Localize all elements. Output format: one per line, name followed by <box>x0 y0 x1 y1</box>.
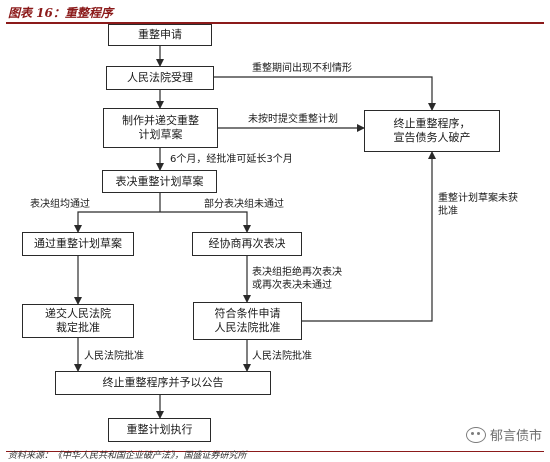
node-draft-plan: 制作并递交重整 计划草案 <box>103 108 218 148</box>
footer-divider <box>6 451 544 452</box>
edge-adverse <box>214 76 436 111</box>
label-adverse-circumstances: 重整期间出现不利情形 <box>252 63 352 74</box>
wechat-icon <box>465 426 486 443</box>
node-vote-plan: 表决重整计划草案 <box>102 170 217 193</box>
node-submit-court: 递交人民法院 裁定批准 <box>22 304 134 338</box>
node-pass-plan: 通过重整计划草案 <box>22 232 134 256</box>
node-restructuring-application: 重整申请 <box>108 24 212 46</box>
label-plan-not-submitted: 未按时提交重整计划 <box>248 114 338 125</box>
label-plan-not-approved: 重整计划草案未获 批准 <box>438 193 518 217</box>
node-execute-plan: 重整计划执行 <box>108 418 211 442</box>
label-court-approval-left: 人民法院批准 <box>84 351 144 362</box>
label-all-groups-pass: 表决组均通过 <box>30 199 90 210</box>
edge-all-pass <box>74 211 160 233</box>
figure-title: 图表 16：重整程序 <box>8 6 113 20</box>
label-court-approval-right: 人民法院批准 <box>252 351 312 362</box>
node-terminate-bankruptcy: 终止重整程序， 宣告债务人破产 <box>364 110 500 152</box>
title-bar: 图表 16：重整程序 <box>6 2 544 24</box>
label-partial-groups-fail: 部分表决组未通过 <box>204 199 284 210</box>
source-note: 资料来源：《中华人民共和国企业破产法》，国盛证券研究所 <box>8 451 247 461</box>
node-court-acceptance: 人民法院受理 <box>106 66 214 90</box>
node-renegotiate-revote: 经协商再次表决 <box>192 232 302 256</box>
node-terminate-announce: 终止重整程序并予以公告 <box>55 371 271 395</box>
node-conditional-application: 符合条件申请 人民法院批准 <box>193 302 302 340</box>
label-time-limit: 6个月，经批准可延长3个月 <box>170 154 293 165</box>
label-refuse-revote: 表决组拒绝再次表决 或再次表决未通过 <box>252 267 342 291</box>
watermark-text: 郁言债市 <box>489 429 542 444</box>
watermark: 郁言债市 <box>465 425 542 444</box>
edge-partial-fail <box>160 211 251 233</box>
edge-plan-not-approved <box>302 151 436 322</box>
